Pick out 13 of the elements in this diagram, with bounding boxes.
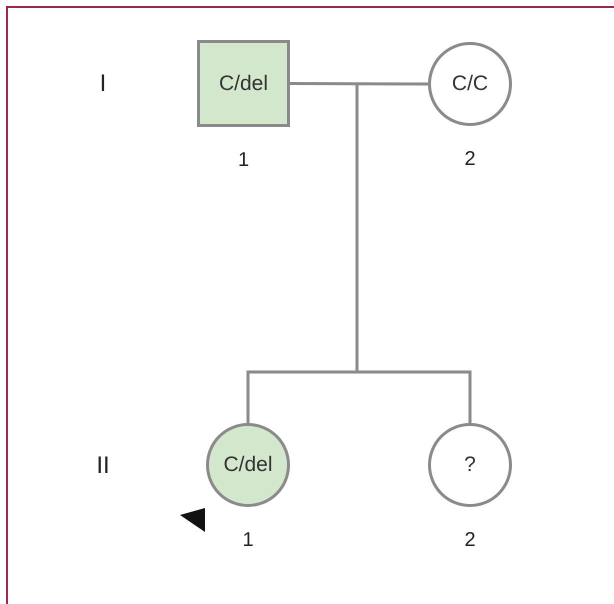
genotype-label: ? <box>464 453 476 477</box>
generation-label: I <box>100 70 106 98</box>
individual-number: 1 <box>238 149 250 172</box>
genotype-label: C/del <box>218 72 268 96</box>
individual-number: 2 <box>464 529 476 552</box>
genotype-label: C/del <box>223 453 273 477</box>
descent-line <box>356 84 472 423</box>
mating-line <box>290 82 428 86</box>
individual-number: 1 <box>242 529 254 552</box>
genotype-label: C/C <box>452 72 488 96</box>
affected-male-square <box>197 40 290 127</box>
individual-number: 2 <box>464 148 476 171</box>
generation-label: II <box>96 452 110 480</box>
